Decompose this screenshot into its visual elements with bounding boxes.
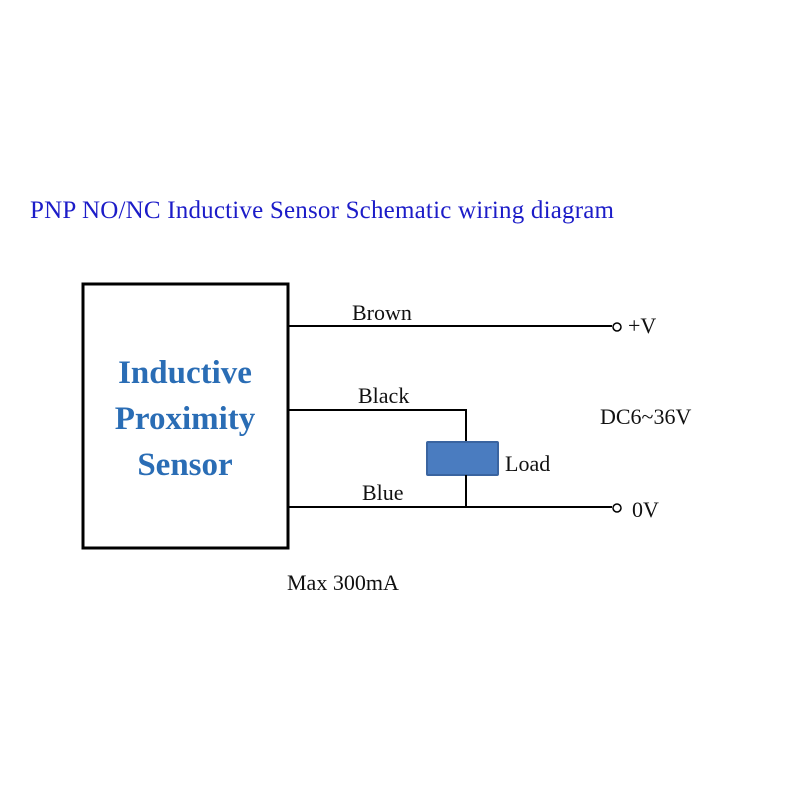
brown-label: Brown	[352, 300, 412, 325]
zero-terminal	[612, 503, 622, 513]
zero-label: 0V	[632, 497, 659, 522]
sensor-box	[81, 282, 290, 550]
load-label: Load	[505, 451, 551, 476]
load-block	[426, 441, 499, 476]
sensor-line: Sensor	[137, 447, 233, 483]
max-current: Max 300mA	[287, 570, 399, 595]
diagram-title: PNP NO/NC Inductive Sensor Schematic wir…	[30, 197, 615, 224]
positive-label: +V	[628, 313, 657, 338]
black-label: Black	[358, 383, 410, 408]
positive-terminal	[612, 322, 622, 332]
sensor-label: Inductive Proximity Sensor	[82, 350, 288, 488]
sensor-line: Proximity	[114, 401, 256, 437]
blue-label: Blue	[362, 480, 404, 505]
sensor-line: Inductive	[118, 355, 252, 391]
supply-voltage: DC6~36V	[600, 404, 692, 429]
black-wire	[288, 409, 467, 443]
